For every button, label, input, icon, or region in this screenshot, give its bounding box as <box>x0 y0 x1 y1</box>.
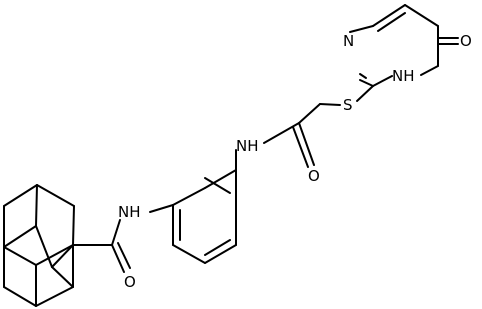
bonds <box>3 4 459 307</box>
atom-label-o-amide1: O <box>308 167 320 185</box>
atom-label-nh-amide1: NH <box>236 137 259 155</box>
bond <box>204 239 231 256</box>
bond <box>35 184 38 227</box>
bond <box>3 225 37 248</box>
atom-label-o-keto: O <box>460 32 472 50</box>
bond <box>359 73 367 79</box>
bond <box>35 225 53 268</box>
atom-labels: O NH N S NH O NH O <box>118 32 472 291</box>
bond <box>117 242 131 269</box>
bond <box>372 75 393 87</box>
bond <box>377 12 406 32</box>
bond <box>51 266 74 288</box>
bond <box>149 204 174 213</box>
atom-label-n-ring: N <box>343 32 354 50</box>
bond <box>204 244 237 264</box>
bond <box>3 246 37 266</box>
bond <box>3 286 37 307</box>
bond <box>298 122 315 166</box>
bond <box>35 286 74 307</box>
bond <box>356 85 374 102</box>
atom-label-nh-amide2: NH <box>118 203 141 221</box>
bond <box>172 244 206 264</box>
bond <box>111 244 125 273</box>
bond <box>51 244 74 268</box>
bond <box>3 184 38 207</box>
bond <box>420 65 439 76</box>
bond <box>263 122 300 144</box>
bond <box>35 244 74 266</box>
atom-label-nh-ring: NH <box>392 67 415 85</box>
bond <box>204 169 237 189</box>
bond <box>372 4 406 27</box>
bond <box>298 103 321 124</box>
bond <box>172 187 206 206</box>
bond <box>204 177 231 194</box>
bond <box>349 25 374 33</box>
atom-label-o-amide2: O <box>124 273 136 291</box>
bond <box>292 126 309 168</box>
bond <box>359 79 374 87</box>
atom-label-s: S <box>343 96 353 114</box>
bond <box>111 219 121 246</box>
bond <box>72 205 75 246</box>
bond <box>404 4 439 27</box>
bond <box>36 184 75 207</box>
bond <box>319 103 341 106</box>
